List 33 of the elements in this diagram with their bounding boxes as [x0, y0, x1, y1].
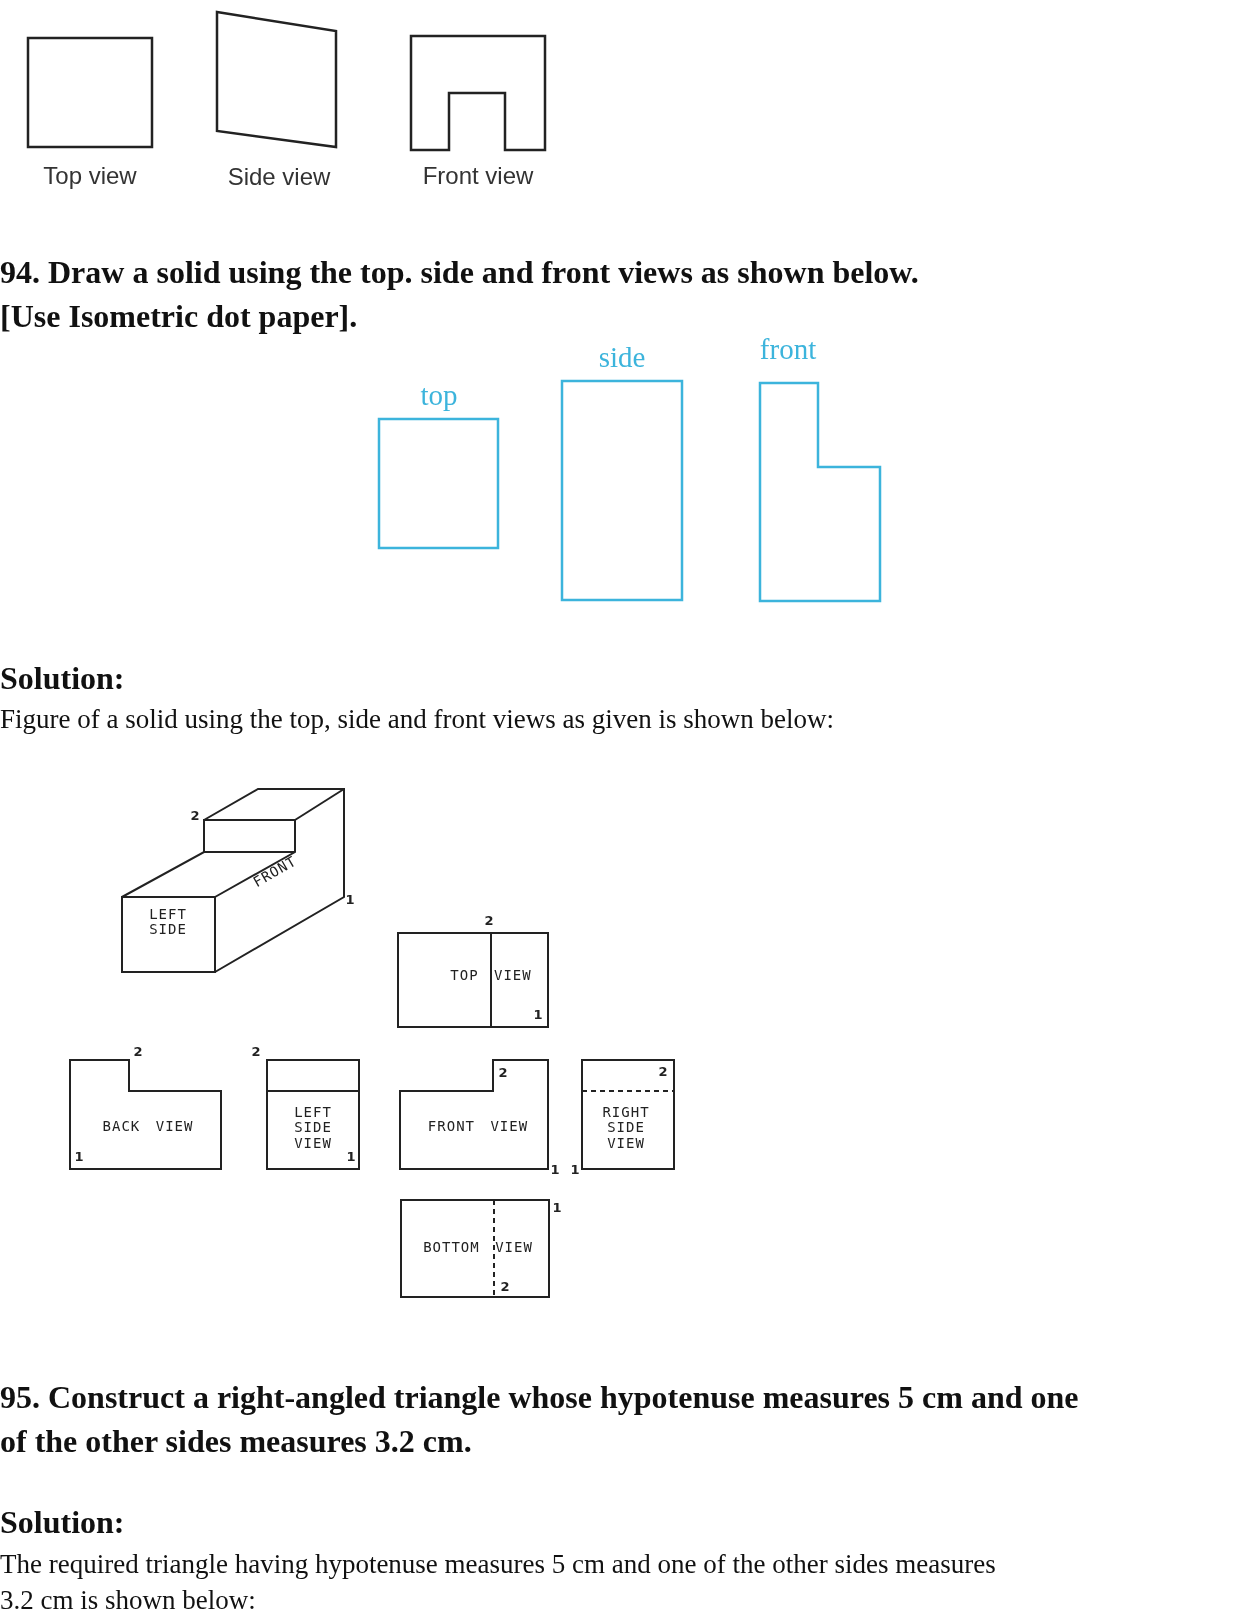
dimension-label: 2: [498, 1065, 508, 1081]
view-caption: side: [598, 342, 646, 374]
solution-heading: Solution:: [0, 659, 126, 698]
view-label: FRONT VIEW: [427, 1119, 529, 1135]
view-caption: front: [759, 334, 817, 366]
solution-text: The required triangle having hypotenuse measures 5 cm and one of the other sides measures 3.2 cm is shown below:: [0, 1548, 997, 1615]
dimension-label: 2: [133, 1044, 143, 1060]
solution-heading: Solution:: [0, 1503, 126, 1542]
dimension-label: 2: [500, 1279, 510, 1295]
view-label: LEFT SIDE VIEW: [293, 1104, 333, 1152]
view-label: BOTTOM VIEW: [423, 1240, 533, 1256]
dimension-label: 1: [345, 892, 355, 908]
dimension-label: 1: [552, 1200, 562, 1216]
dimension-label: 1: [570, 1162, 580, 1178]
dimension-label: 2: [190, 808, 200, 824]
view-label: RIGHT SIDE VIEW: [601, 1104, 651, 1152]
dimension-label: 1: [74, 1149, 84, 1165]
view-caption: top: [420, 380, 458, 412]
view-caption: Front view: [422, 162, 534, 190]
dimension-label: 1: [533, 1007, 543, 1023]
view-label: TOP VIEW: [450, 968, 532, 984]
question-heading: 95. Construct a right-angled triangle whose hypotenuse measures 5 cm and one of the other sides measures 3.2 cm.: [0, 1378, 1080, 1461]
view-caption: Top view: [43, 162, 137, 190]
dimension-label: 1: [346, 1149, 356, 1165]
dimension-label: 2: [484, 913, 494, 929]
solution-text: Figure of a solid using the top, side and front views as given is shown below:: [0, 703, 835, 736]
view-caption: Side view: [227, 163, 331, 191]
dimension-label: 2: [658, 1064, 668, 1080]
dimension-label: 1: [550, 1162, 560, 1178]
question-heading: 94. Draw a solid using the top. side and front views as shown below. [Use Isometric dot paper].: [0, 253, 920, 336]
face-label: LEFT SIDE: [148, 906, 188, 938]
dimension-label: 2: [251, 1044, 261, 1060]
view-label: BACK VIEW: [102, 1119, 194, 1135]
